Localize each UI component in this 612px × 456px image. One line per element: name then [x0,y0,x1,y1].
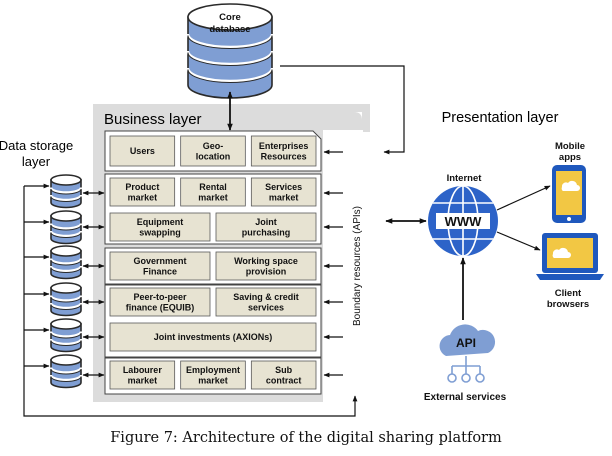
module-rental-market-label: Rental [199,182,227,192]
module-working-space-provision-label: provision [246,266,287,276]
module-sub-contract-label: Sub [275,365,293,375]
external-services-label: External services [424,392,507,403]
client-browsers-label-1: Client [555,288,582,299]
api-cloud-icon: API [439,324,496,383]
data-storage-layer-label-1: Data storage [0,138,73,153]
module-labourer-market-label: market [128,375,158,385]
module-working-space-provision-label: Working space [234,256,298,266]
presentation-layer-title: Presentation layer [442,110,559,126]
module-government-finance-label: Government [133,256,186,266]
module-groups: UsersGeo-locationEnterprisesResourcesPro… [104,130,322,395]
data-storage-databases [49,174,83,389]
module-geo-location-label: location [196,151,231,161]
module-employment-market-label: Employment [186,365,240,375]
module-users-label: Users [130,146,155,156]
internet-to-mobile-arrow [496,185,551,211]
module-employment-market-label: market [198,375,228,385]
business-layer-panel-tab [93,104,370,132]
module-group-5: LabourermarketEmploymentmarketSubcontrac… [104,357,322,395]
internet-to-client-arrow [496,231,541,251]
core-database-icon [186,3,274,99]
data-storage-layer-label-2: layer [22,154,51,169]
module-group-2: ProductmarketRentalmarketServicesmarketE… [104,173,322,245]
module-product-market-label: Product [125,182,159,192]
core-db-to-boundary-arrow [280,65,405,155]
module-joint-purchasing-label: purchasing [242,227,291,237]
core-database-cylinder [186,3,274,99]
module-equipment-swapping-label: Equipment [137,217,184,227]
module-enterprises-resources-label: Resources [261,151,307,161]
storage-database-4 [49,282,83,317]
internet-label: Internet [447,173,483,184]
api-label: API [456,336,476,350]
module-product-market-label: market [128,192,158,202]
module-joint-purchasing-label: Joint [255,217,277,227]
module-saving-credit-services-label: Saving & credit [233,292,299,302]
core-database-label-2: database [209,24,250,35]
figure-caption: Figure 7: Architecture of the digital sh… [110,430,502,446]
module-users[interactable]: Users [109,135,176,167]
laptop-icon [536,233,604,280]
boundary-resources-label: Boundary resources (APIs) [352,206,363,326]
storage-database-5 [49,318,83,353]
connections [23,65,551,417]
mobile-apps-label-2: apps [559,152,581,163]
storage-database-3 [49,245,83,280]
module-enterprises-resources-label: Enterprises [259,141,309,151]
module-rental-market-label: market [198,192,228,202]
module-joint-investments-axions[interactable]: Joint investments (AXIONs) [109,322,317,352]
module-geo-location[interactable]: Geo-location [180,135,246,167]
module-peer-to-peer-finance-equib-label: Peer-to-peer [133,292,187,302]
module-peer-to-peer-finance-equib-label: finance (EQUIB) [126,302,195,312]
storage-database-2 [49,210,83,245]
core-database-label-1: Core [219,12,241,23]
client-browsers-label-2: browsers [547,299,589,310]
business-layer-title: Business layer [104,111,202,128]
module-services-market-label: Services [265,182,302,192]
module-saving-credit-services-label: services [248,302,284,312]
mobile-apps-label-1: Mobile [555,141,585,152]
module-government-finance-label: Finance [143,266,177,276]
module-geo-location-label: Geo- [203,141,224,151]
storage-database-1 [49,174,83,209]
storage-database-6 [49,354,83,389]
module-equipment-swapping-label: swapping [139,227,181,237]
storage-to-boundary-loop [23,186,358,417]
module-labourer-market-label: Labourer [123,365,163,375]
module-joint-investments-axions-label: Joint investments (AXIONs) [154,332,273,342]
www-label: WWW [445,214,483,229]
module-sub-contract-label: contract [266,375,302,385]
mobile-phone-icon [552,165,586,223]
module-services-market-label: market [269,192,299,202]
globe-icon: WWW [428,186,498,256]
